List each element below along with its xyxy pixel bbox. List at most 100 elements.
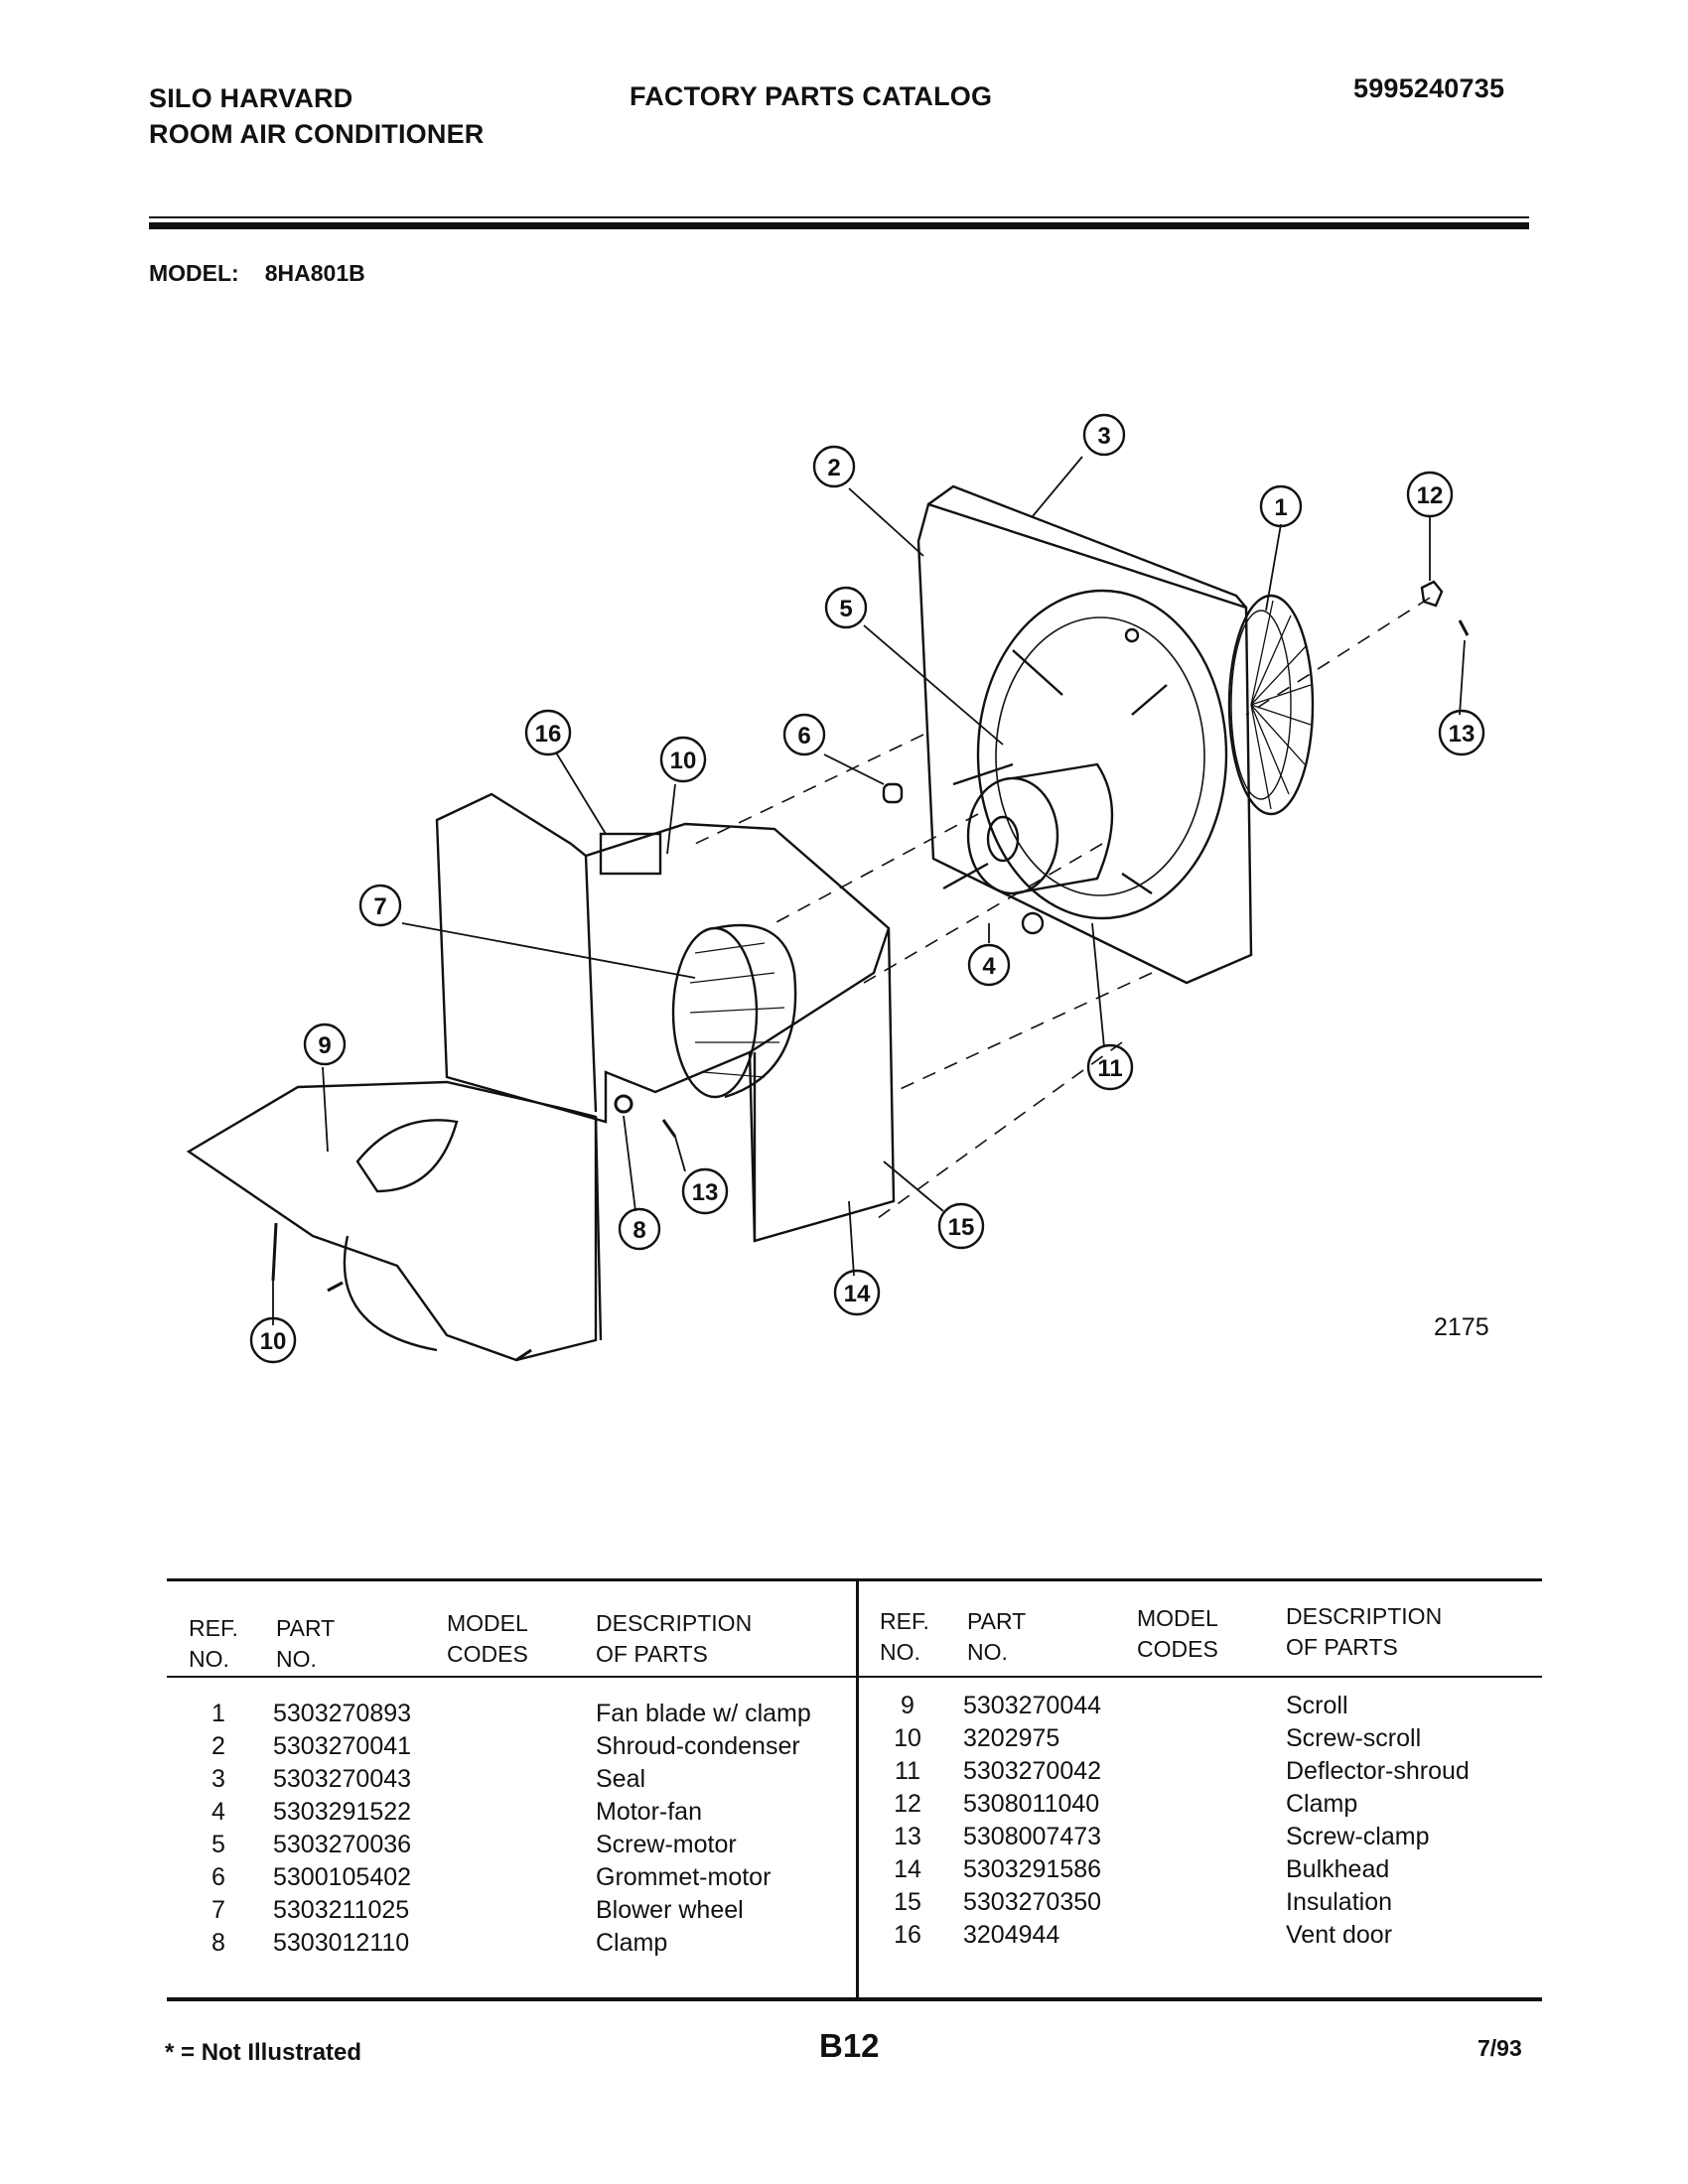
parts-row-description: Screw-clamp bbox=[1286, 1823, 1430, 1850]
callout-2: 2 bbox=[812, 445, 856, 488]
table-top-rule bbox=[167, 1578, 1542, 1581]
assembly-lines bbox=[694, 597, 1431, 1222]
parts-row-part-no: 3204944 bbox=[963, 1921, 1060, 1949]
svg-text:5: 5 bbox=[839, 596, 852, 622]
callout-1: 1 bbox=[1259, 484, 1303, 528]
parts-row-part-no: 5303270893 bbox=[273, 1700, 412, 1727]
revision-date: 7/93 bbox=[1477, 2035, 1522, 2061]
model-label: MODEL: bbox=[149, 260, 239, 286]
callout-10-top: 10 bbox=[659, 736, 707, 783]
parts-row-description: Blower wheel bbox=[596, 1896, 744, 1924]
parts-row-part-no: 5303211025 bbox=[273, 1896, 410, 1924]
parts-row-ref-no: 7 bbox=[211, 1896, 225, 1924]
parts-row-ref-no: 15 bbox=[894, 1888, 921, 1916]
parts-row-part-no: 5308011040 bbox=[963, 1790, 1100, 1818]
callout-16: 16 bbox=[524, 709, 572, 756]
callout-10-bottom: 10 bbox=[249, 1316, 297, 1364]
callout-15: 15 bbox=[937, 1202, 985, 1250]
parts-row-part-no: 5300105402 bbox=[273, 1863, 412, 1891]
callout-8: 8 bbox=[618, 1207, 661, 1251]
parts-row-description: Screw-motor bbox=[596, 1831, 737, 1858]
callout-6: 6 bbox=[782, 713, 826, 756]
svg-text:7: 7 bbox=[373, 893, 386, 920]
svg-text:1: 1 bbox=[1274, 494, 1287, 521]
callout-11: 11 bbox=[1086, 1043, 1134, 1091]
header-ref: REF.NO. bbox=[189, 1615, 238, 1672]
parts-row-description: Deflector-shroud bbox=[1286, 1757, 1470, 1785]
callout-leaders bbox=[272, 456, 1466, 1325]
parts-row-ref-no: 4 bbox=[211, 1798, 225, 1826]
model-line: MODEL: 8HA801B bbox=[149, 260, 391, 287]
svg-text:2: 2 bbox=[827, 455, 840, 481]
parts-row-description: Scroll bbox=[1286, 1692, 1348, 1719]
table-bottom-rule bbox=[167, 1997, 1542, 2001]
parts-row-ref-no: 6 bbox=[211, 1863, 225, 1891]
parts-row-description: Insulation bbox=[1286, 1888, 1393, 1916]
callout-9: 9 bbox=[303, 1023, 347, 1066]
parts-row-description: Bulkhead bbox=[1286, 1855, 1390, 1883]
parts-row-ref-no: 14 bbox=[894, 1855, 921, 1883]
parts-row-part-no: 5303270036 bbox=[273, 1831, 412, 1858]
callout-13-left: 13 bbox=[681, 1167, 729, 1215]
parts-row-ref-no: 13 bbox=[894, 1823, 921, 1850]
parts-row-description: Shroud-condenser bbox=[596, 1732, 800, 1760]
parts-row-description: Clamp bbox=[1286, 1790, 1358, 1818]
bulkhead-drawing bbox=[435, 792, 896, 1243]
model-value: 8HA801B bbox=[264, 260, 365, 286]
fan-blade-drawing bbox=[1227, 594, 1315, 816]
table-header-rule bbox=[167, 1676, 1542, 1678]
brand-name: SILO HARVARD bbox=[149, 83, 353, 113]
svg-text:14: 14 bbox=[844, 1281, 871, 1307]
parts-row-description: Motor-fan bbox=[596, 1798, 702, 1826]
clamp-drawing bbox=[1420, 580, 1444, 608]
header-ref-2: REF.NO. bbox=[880, 1608, 929, 1665]
svg-text:13: 13 bbox=[1449, 721, 1476, 748]
parts-row-part-no: 5303291522 bbox=[273, 1798, 412, 1826]
parts-row-ref-no: 1 bbox=[211, 1700, 225, 1727]
parts-row-part-no: 5303291586 bbox=[963, 1855, 1102, 1883]
parts-row-ref-no: 11 bbox=[895, 1757, 920, 1785]
parts-row-part-no: 5308007473 bbox=[963, 1823, 1102, 1850]
parts-row-ref-no: 12 bbox=[894, 1790, 921, 1818]
svg-text:8: 8 bbox=[633, 1217, 645, 1244]
parts-row-part-no: 5303270350 bbox=[963, 1888, 1102, 1916]
parts-row-description: Fan blade w/ clamp bbox=[596, 1700, 811, 1727]
callout-4: 4 bbox=[967, 943, 1011, 987]
grommet-drawing bbox=[882, 782, 904, 804]
svg-text:16: 16 bbox=[535, 721, 562, 748]
callout-group: 1 2 3 4 5 6 7 8 9 10 10 11 12 13 13 14 1… bbox=[249, 413, 1485, 1364]
parts-row-ref-no: 16 bbox=[894, 1921, 921, 1949]
parts-row-ref-no: 9 bbox=[901, 1692, 914, 1719]
fan-motor-drawing bbox=[942, 762, 1114, 935]
not-illustrated-note: * = Not Illustrated bbox=[165, 2039, 362, 2066]
scroll-drawing bbox=[186, 1080, 603, 1362]
parts-row-ref-no: 8 bbox=[211, 1929, 225, 1957]
svg-text:10: 10 bbox=[670, 748, 697, 774]
svg-text:15: 15 bbox=[948, 1214, 975, 1241]
figure-number: 2175 bbox=[1434, 1313, 1489, 1341]
blower-wheel-drawing bbox=[671, 923, 797, 1099]
parts-row-part-no: 5303270041 bbox=[273, 1732, 412, 1760]
svg-text:10: 10 bbox=[260, 1328, 287, 1355]
table-divider bbox=[856, 1580, 859, 1997]
exploded-parts-diagram: 1 2 3 4 5 6 7 8 9 10 10 11 12 13 13 14 1… bbox=[186, 413, 1485, 1364]
page-code: B12 bbox=[819, 2027, 880, 2064]
svg-text:3: 3 bbox=[1097, 423, 1110, 450]
header-rule-thick bbox=[149, 222, 1529, 229]
callout-7: 7 bbox=[358, 884, 402, 927]
parts-row-ref-no: 10 bbox=[894, 1724, 921, 1752]
shroud-condenser-drawing bbox=[916, 484, 1253, 985]
screw-drawing bbox=[1458, 619, 1470, 636]
svg-text:6: 6 bbox=[797, 723, 810, 750]
parts-row-description: Clamp bbox=[596, 1929, 668, 1957]
callout-13-right: 13 bbox=[1438, 709, 1485, 756]
parts-row-ref-no: 2 bbox=[211, 1732, 225, 1760]
parts-row-part-no: 3202975 bbox=[963, 1724, 1060, 1752]
catalog-title: FACTORY PARTS CATALOG bbox=[630, 81, 993, 111]
callout-14: 14 bbox=[833, 1269, 881, 1316]
